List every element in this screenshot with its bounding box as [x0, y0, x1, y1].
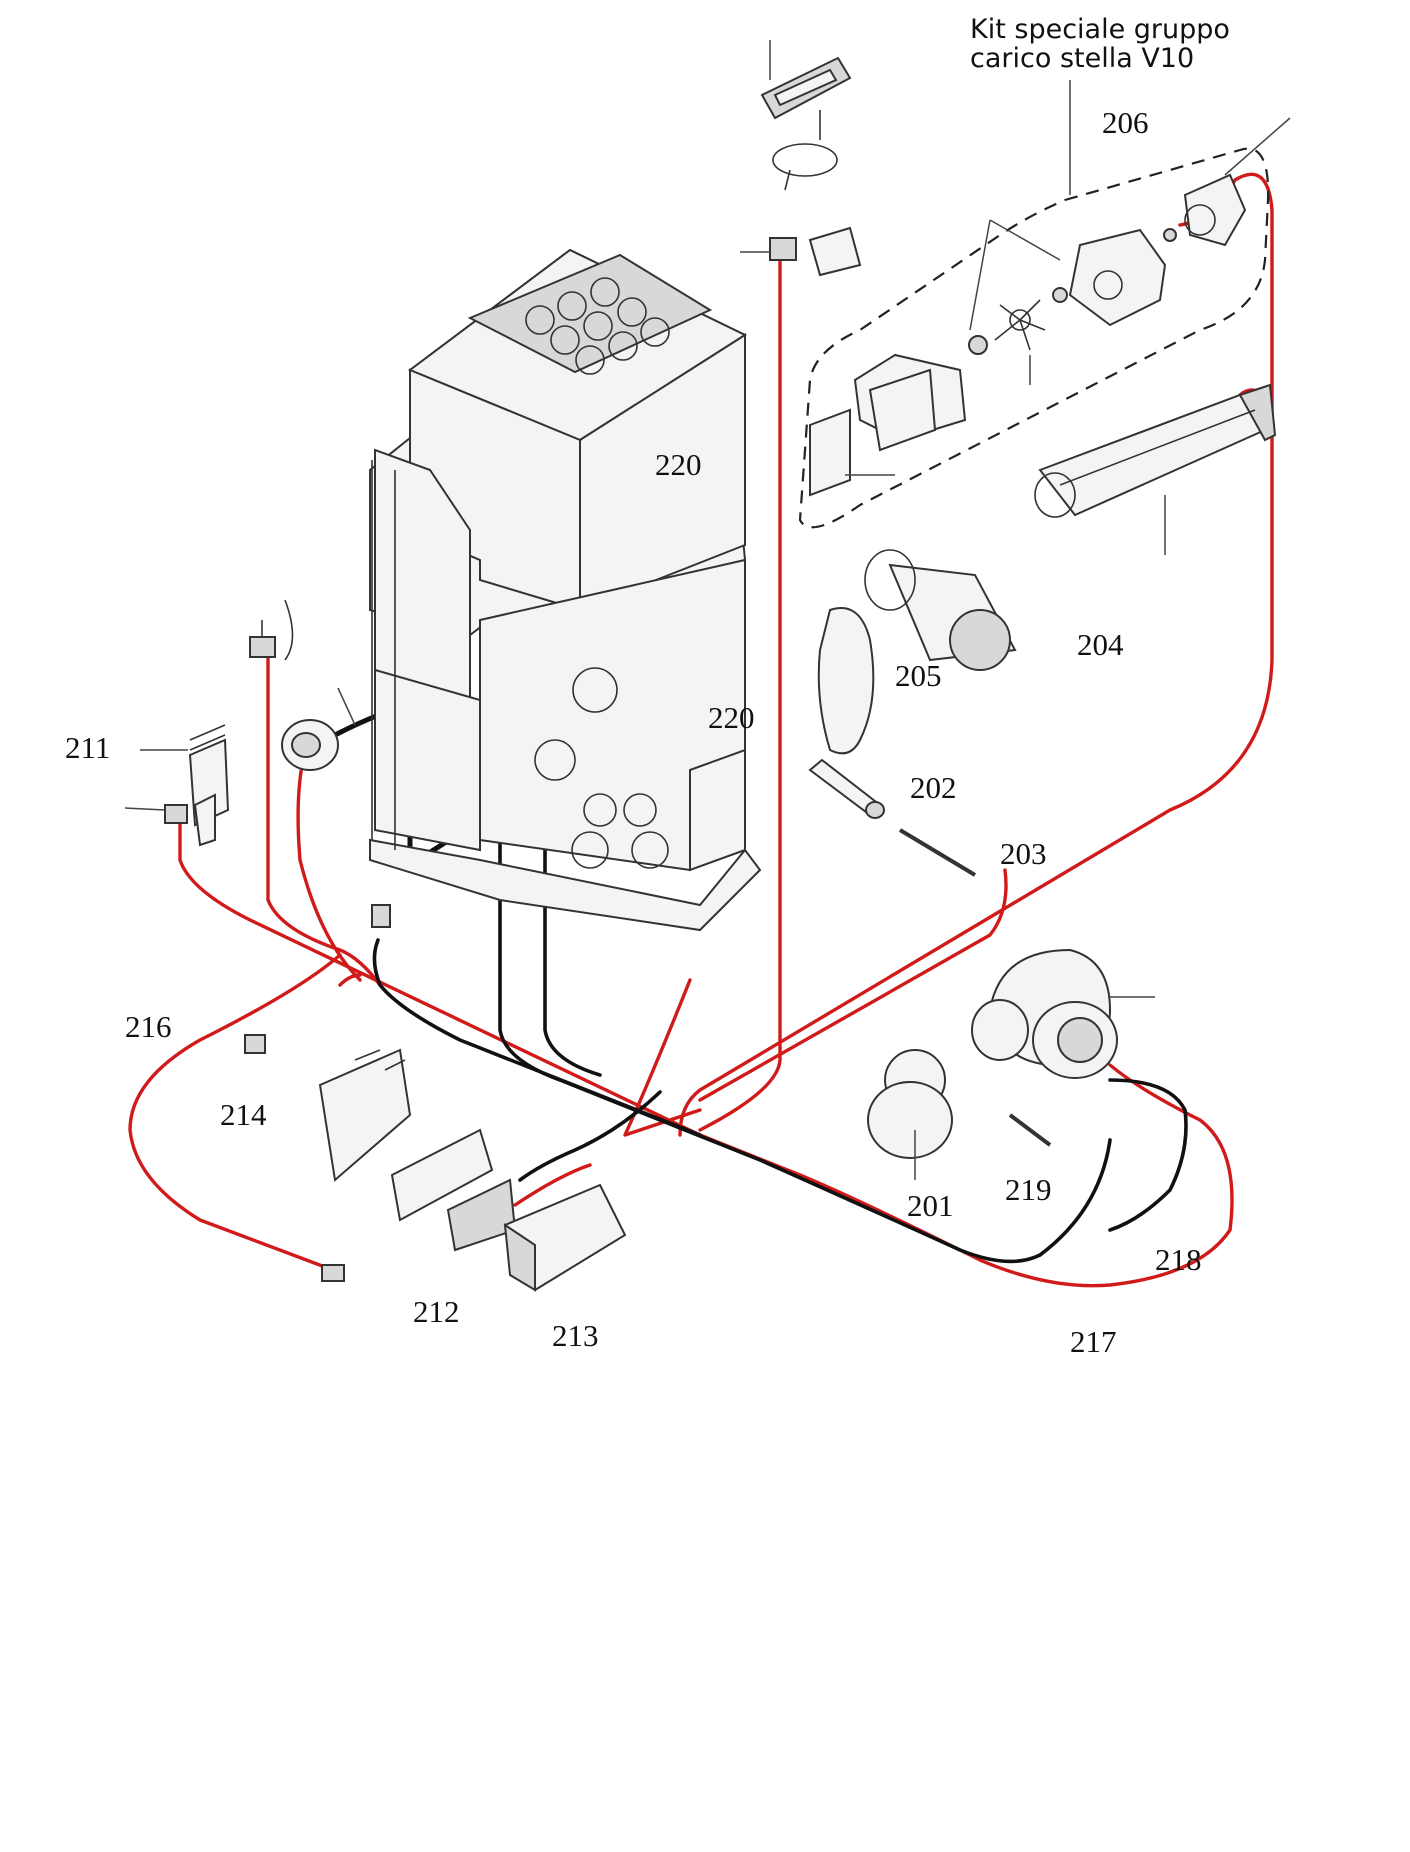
kit-title-line2: carico stella V10	[970, 43, 1194, 74]
label-205: 205	[895, 658, 942, 693]
part-labels: 206 220 220 204 205 202 203 211 216 214 …	[65, 105, 1202, 1359]
control-panel	[760, 56, 852, 191]
kit-title-line1: Kit speciale gruppo	[970, 14, 1230, 45]
motor-left	[281, 719, 339, 771]
leader-lines	[124, 40, 1291, 1180]
switch-216	[244, 1034, 266, 1054]
igniter-204	[1034, 383, 1277, 518]
tube-205	[817, 549, 1017, 755]
plate-214	[318, 1048, 412, 1182]
probe-219	[1008, 1113, 1052, 1147]
pressure-switch	[769, 226, 862, 277]
label-220-top: 220	[655, 447, 702, 482]
kit-206-boundary	[798, 147, 1270, 529]
label-212: 212	[413, 1294, 460, 1329]
sensor-202	[808, 758, 885, 819]
connector-stove	[371, 904, 391, 928]
label-214: 214	[220, 1097, 267, 1132]
kit-title: Kit speciale gruppo carico stella V10	[970, 14, 1230, 74]
label-220-mid: 220	[708, 700, 755, 735]
hopper-grid	[525, 277, 670, 375]
bracket-211	[164, 724, 230, 847]
label-203: 203	[1000, 836, 1047, 871]
connector-left	[321, 1264, 345, 1282]
label-219: 219	[1005, 1172, 1052, 1207]
kit-206-parts	[809, 173, 1247, 497]
label-217: 217	[1070, 1324, 1117, 1359]
label-218: 218	[1155, 1242, 1202, 1277]
label-202: 202	[910, 770, 957, 805]
label-201: 201	[907, 1188, 954, 1223]
star-rotor	[994, 299, 1046, 351]
board-212	[390, 1128, 517, 1252]
label-211: 211	[65, 730, 110, 765]
label-213: 213	[552, 1318, 599, 1353]
probe-203	[898, 828, 977, 877]
stove-body	[369, 248, 762, 932]
fan-blower	[971, 948, 1118, 1079]
label-216: 216	[125, 1009, 172, 1044]
sensor-left-top	[249, 599, 294, 661]
label-206: 206	[1102, 105, 1149, 140]
elbow-201	[867, 1049, 953, 1159]
box-213	[503, 1183, 627, 1292]
label-204: 204	[1077, 627, 1124, 662]
